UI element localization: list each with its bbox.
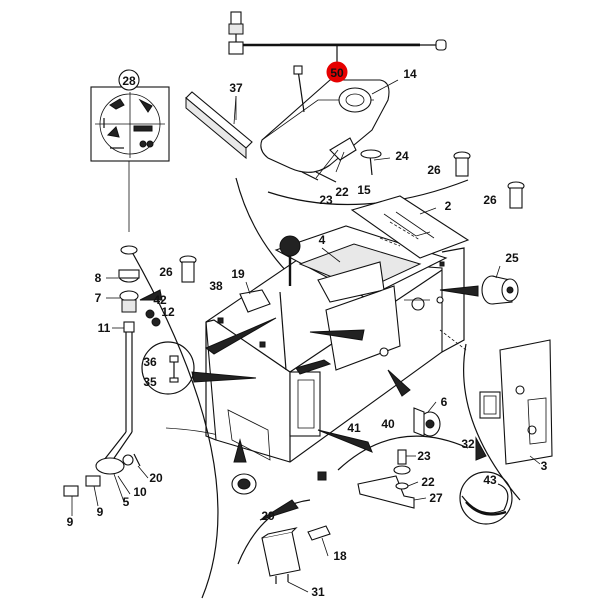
callout-35[interactable]: 35	[143, 375, 157, 389]
callout-4[interactable]: 4	[319, 233, 326, 247]
bolt-detail-36-35	[141, 341, 195, 395]
main-frame	[205, 195, 470, 463]
linkage-rod	[63, 245, 161, 497]
callout-28[interactable]: 28	[122, 74, 136, 88]
callout-2[interactable]: 2	[445, 199, 452, 213]
callout-5[interactable]: 5	[123, 495, 130, 509]
grommet-29	[231, 473, 257, 495]
lock-6	[413, 407, 441, 437]
callout-7[interactable]: 7	[95, 291, 102, 305]
knob-25	[481, 275, 519, 305]
callout-42[interactable]: 42	[153, 293, 167, 307]
callout-10[interactable]: 10	[133, 485, 147, 499]
callout-31[interactable]: 31	[311, 585, 325, 599]
callout-26-left[interactable]: 26	[159, 265, 173, 279]
callout-6[interactable]: 6	[441, 395, 448, 409]
callout-22-bottom[interactable]: 22	[421, 475, 435, 489]
callout-18[interactable]: 18	[333, 549, 347, 563]
callout-50[interactable]: 50	[330, 66, 344, 80]
callout-20[interactable]: 20	[149, 471, 163, 485]
callout-11[interactable]: 11	[98, 321, 111, 335]
callout-3[interactable]: 3	[541, 459, 548, 473]
callout-22-top[interactable]: 22	[335, 185, 349, 199]
callout-32[interactable]: 32	[461, 437, 475, 451]
bolt-15	[301, 171, 337, 183]
callout-19[interactable]: 19	[231, 267, 245, 281]
callout-26-right[interactable]: 26	[483, 193, 497, 207]
cap-26-left	[179, 255, 197, 283]
callout-9-right[interactable]: 9	[97, 505, 104, 519]
callout-23-bottom[interactable]: 23	[417, 449, 431, 463]
callout-labels: 50 14 37 28 24 15 23 22 26 26 26 2 4 25 …	[67, 61, 548, 599]
wire-harness	[228, 11, 447, 64]
callout-14[interactable]: 14	[403, 67, 417, 81]
tie-strap-43	[459, 471, 513, 525]
seal-strip	[185, 91, 253, 160]
callout-15[interactable]: 15	[357, 183, 371, 197]
pointer-arrows	[139, 285, 487, 521]
highlight-circle-50	[326, 61, 348, 83]
callout-26-top[interactable]: 26	[427, 163, 441, 177]
callout-41[interactable]: 41	[347, 421, 361, 435]
dashed-leaders	[379, 221, 467, 351]
relay-31	[261, 471, 331, 584]
plate-27	[357, 449, 415, 509]
cap-26-right-mid	[507, 181, 525, 209]
callout-25[interactable]: 25	[505, 251, 519, 265]
callout-29[interactable]: 29	[261, 509, 275, 523]
decal-panel	[90, 86, 170, 232]
callout-9-left[interactable]: 9	[67, 515, 74, 529]
callout-40[interactable]: 40	[381, 417, 395, 431]
circle-28	[118, 69, 140, 91]
callout-43[interactable]: 43	[483, 473, 497, 487]
fuel-tank	[260, 65, 390, 179]
callout-12[interactable]: 12	[161, 305, 175, 319]
callout-8[interactable]: 8	[95, 271, 102, 285]
bracket-3	[479, 339, 553, 465]
callout-23-top[interactable]: 23	[319, 193, 333, 207]
callout-37[interactable]: 37	[229, 81, 243, 95]
callout-38[interactable]: 38	[209, 279, 223, 293]
callout-36[interactable]: 36	[143, 355, 157, 369]
callout-leaders	[71, 79, 541, 593]
callout-27[interactable]: 27	[429, 491, 443, 505]
cap-26-right-top	[453, 151, 471, 177]
callout-24[interactable]: 24	[395, 149, 409, 163]
